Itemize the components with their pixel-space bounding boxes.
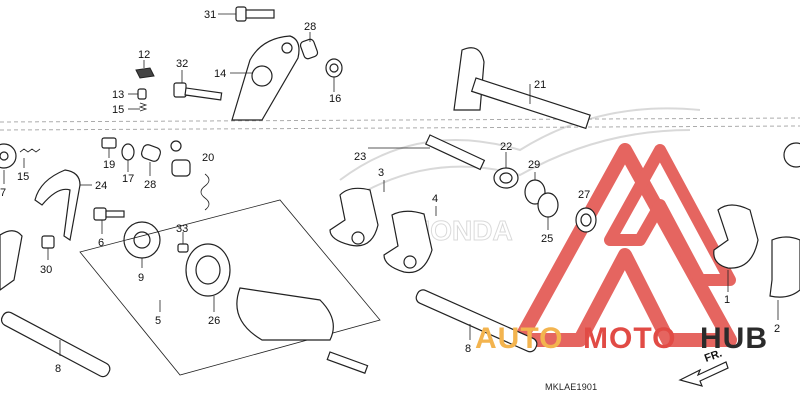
callout-6: 6: [98, 237, 104, 249]
callout-33: 33: [176, 223, 188, 235]
part-collar-small: [170, 140, 191, 177]
part-28-collar-lower: [140, 144, 162, 176]
part-28-collar: [299, 32, 319, 60]
part-14-stopper-plate: [230, 35, 300, 121]
part-16-collar: [325, 58, 343, 92]
watermark-triangle-logo: [513, 143, 737, 347]
part-6-bolt: [93, 207, 125, 234]
part-26-bearing: [185, 243, 231, 312]
callout-8-left: 8: [55, 363, 61, 375]
callout-2: 2: [774, 323, 780, 335]
part-32-bolt: [173, 70, 223, 101]
part-15-spring-lower: [19, 148, 41, 168]
part-5-shift-drum-assembly: [79, 199, 381, 376]
callout-16: 16: [329, 93, 341, 105]
part-33-pin: [177, 232, 189, 253]
callout-1: 1: [724, 294, 730, 306]
part-9-shift-drum-center: [123, 221, 161, 268]
callout-30: 30: [40, 264, 52, 276]
part-22-spring: [493, 152, 519, 189]
callout-15-top: 15: [112, 104, 124, 116]
callout-23: 23: [354, 151, 366, 163]
callout-22: 22: [500, 141, 512, 153]
section-break-band: [0, 117, 800, 131]
part-27-oil-seal: [575, 207, 597, 233]
part-2-shift-fork: [769, 236, 800, 320]
callout-3: 3: [378, 167, 384, 179]
callout-13: 13: [112, 89, 124, 101]
callout-9: 9: [138, 272, 144, 284]
callout-24: 24: [95, 180, 107, 192]
shift-drum: [236, 287, 369, 374]
callout-7: 7: [0, 187, 6, 199]
part-13-pin: [128, 88, 147, 100]
callout-31: 31: [204, 9, 216, 21]
callout-4: 4: [432, 193, 438, 205]
callout-8-right: 8: [465, 343, 471, 355]
part-21-shift-spindle: [453, 47, 591, 130]
part-25-washer: [537, 192, 559, 230]
callout-29: 29: [528, 159, 540, 171]
callout-14: 14: [214, 68, 226, 80]
part-3-shift-fork: [329, 180, 385, 247]
diagram-reference-code: MKLAE1901: [545, 382, 598, 392]
part-17-washer: [121, 143, 135, 172]
watermark-moto: MOTO: [583, 322, 676, 355]
callout-labels: 31 28 14 12 32 16 13 15 21 19 17 28 20 1…: [0, 9, 780, 375]
part-8-shaft-left: [0, 311, 111, 378]
part-15-spring: [128, 102, 148, 112]
callout-12: 12: [138, 49, 150, 61]
part-19-bolt: [101, 137, 117, 158]
part-24-plate: [34, 169, 92, 242]
callout-32: 32: [176, 58, 188, 70]
part-7-drum-end: [0, 143, 17, 184]
part-1-shift-fork: [713, 204, 759, 292]
callout-25: 25: [541, 233, 553, 245]
part-20-spring: [200, 173, 210, 211]
part-7-drum-end-right: [783, 142, 800, 168]
callout-21: 21: [534, 79, 546, 91]
part-31-bolt: [218, 6, 275, 22]
callout-28-top: 28: [304, 21, 316, 33]
callout-17: 17: [122, 173, 134, 185]
part-4-shift-fork: [383, 206, 437, 274]
watermark-hub: HUB: [700, 322, 768, 355]
front-direction-label: FR.: [703, 347, 724, 364]
callout-5: 5: [155, 315, 161, 327]
callout-19: 19: [103, 159, 115, 171]
callout-28-lower: 28: [144, 179, 156, 191]
callout-20: 20: [202, 152, 214, 164]
watermark-text: AUTO MOTO HUB: [475, 322, 768, 355]
watermark-auto: AUTO: [475, 322, 563, 355]
callout-26: 26: [208, 315, 220, 327]
callout-27: 27: [578, 189, 590, 201]
front-direction-arrow: FR.: [678, 347, 729, 387]
part-23-shift-arm: [368, 134, 486, 171]
part-8-shaft-right: [415, 289, 538, 353]
part-12-stopper: [135, 60, 155, 79]
part-fork-left-fragment: [0, 230, 23, 291]
part-30-bolt: [41, 235, 55, 260]
callout-15-lower: 15: [17, 171, 29, 183]
